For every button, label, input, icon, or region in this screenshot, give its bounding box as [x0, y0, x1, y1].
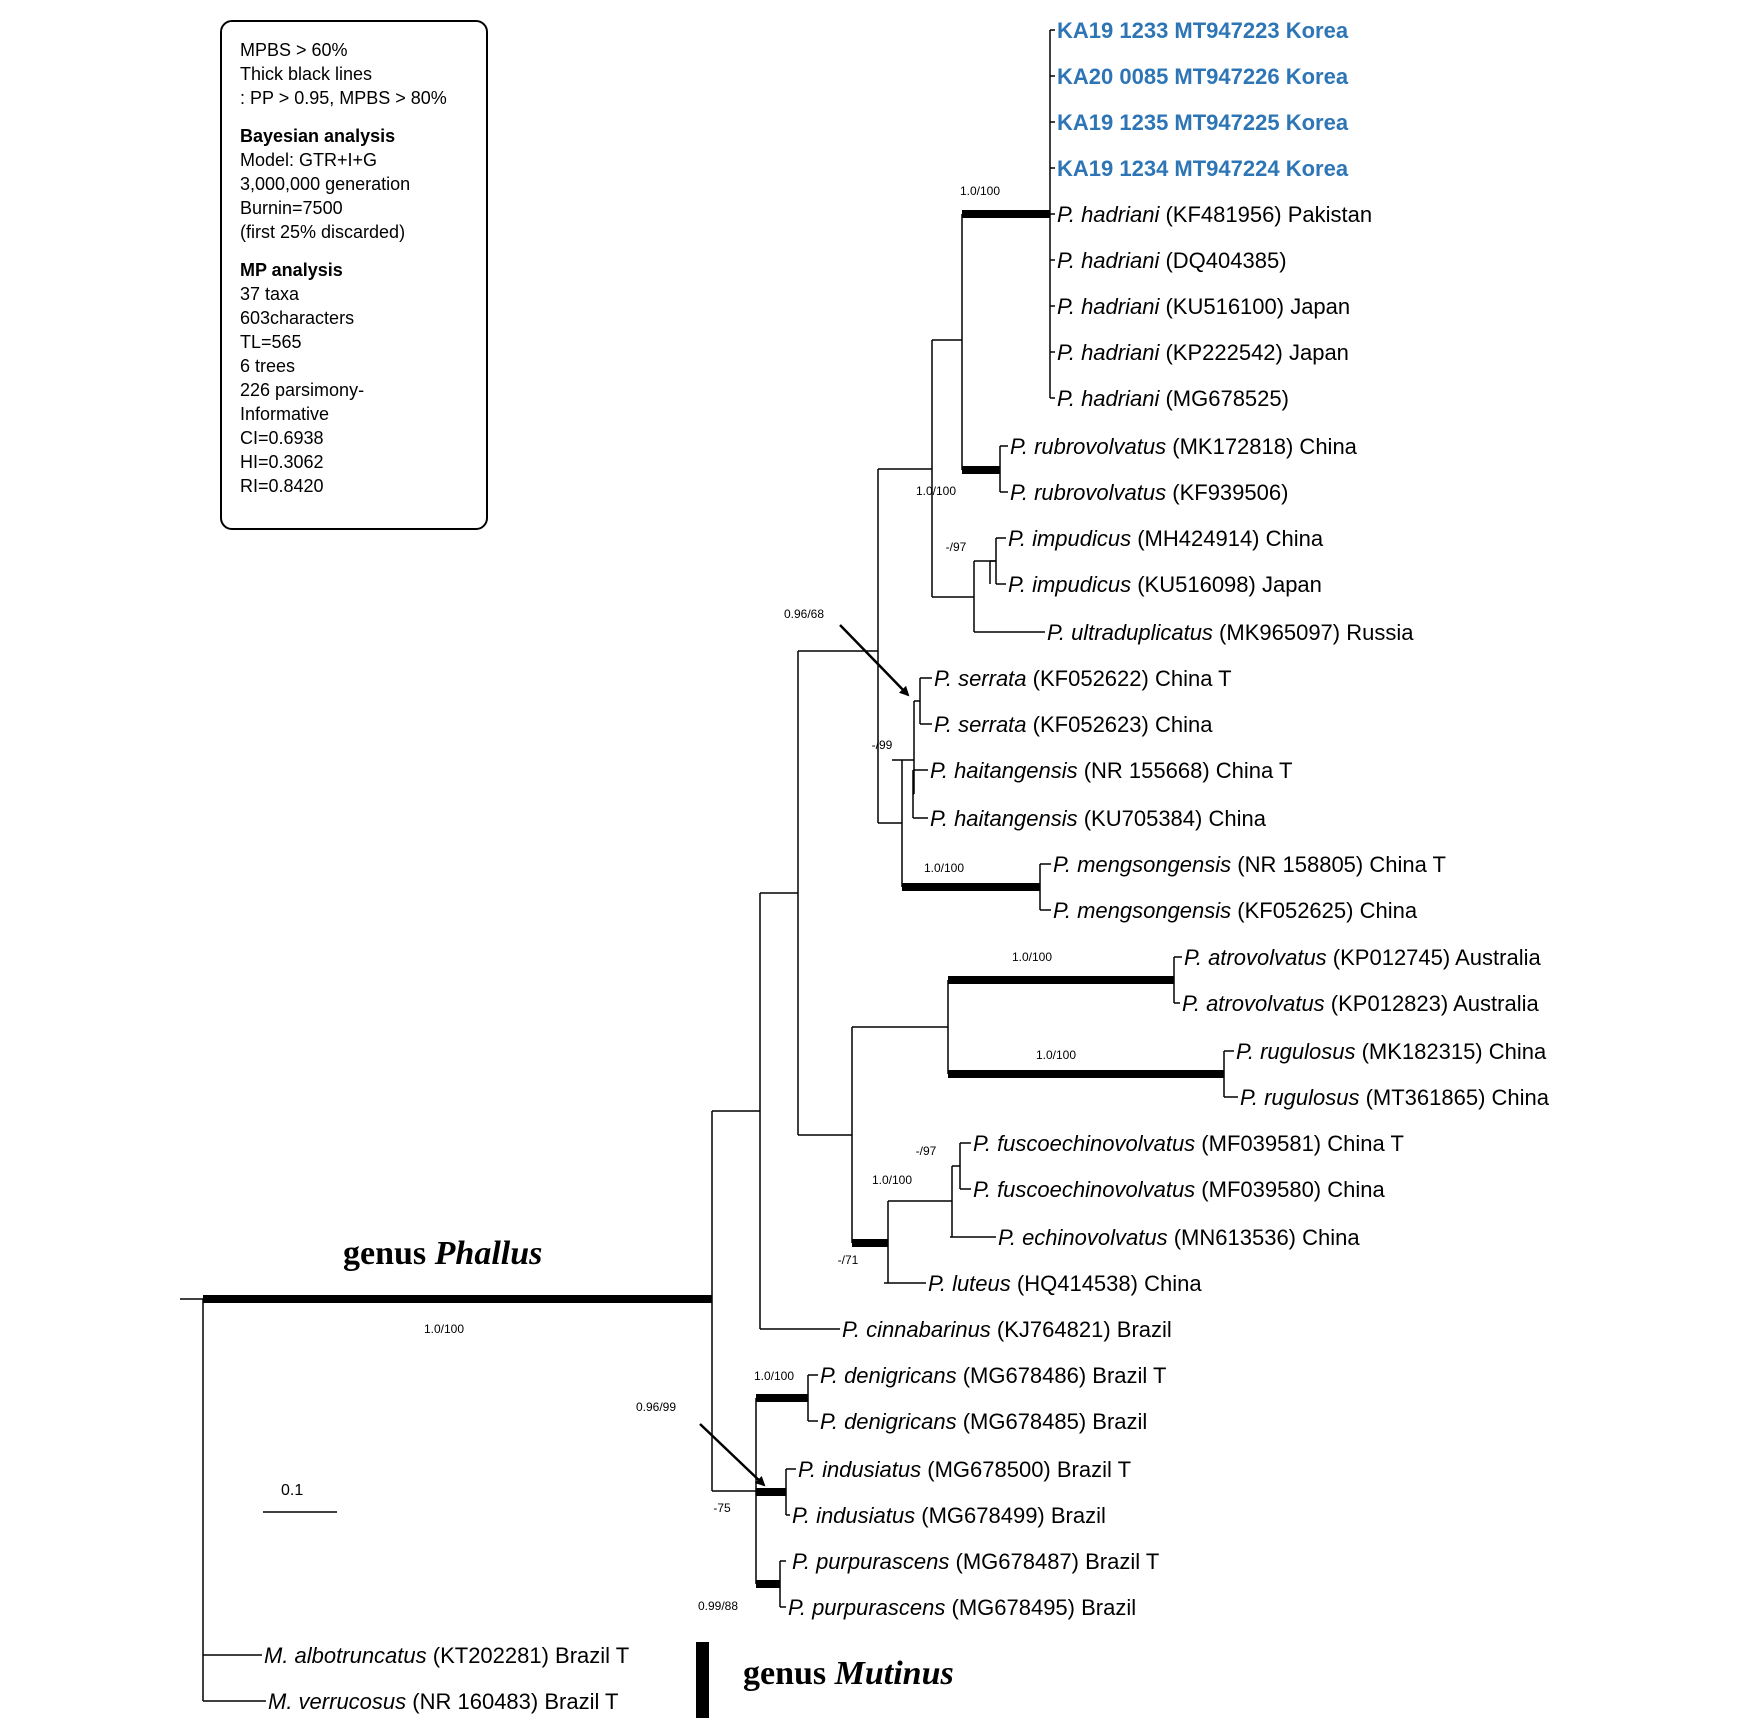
- support-value: 1.0/100: [872, 1173, 912, 1187]
- taxon-label: P. purpurascens (MG678487) Brazil T: [792, 1549, 1159, 1574]
- taxon-label: P. hadriani (MG678525): [1057, 386, 1289, 411]
- support-value: -/71: [838, 1253, 859, 1267]
- callout-arrow-indusiatus: [699, 1423, 766, 1487]
- taxon-label: P. indusiatus (MG678500) Brazil T: [798, 1457, 1131, 1482]
- support-value: 1.0/100: [754, 1369, 794, 1383]
- genus-mutinus-bar: [696, 1642, 709, 1718]
- genus-mutinus-label: genus Mutinus: [743, 1655, 954, 1692]
- legend-line: (first 25% discarded): [240, 222, 406, 242]
- analysis-legend: MPBS > 60% Thick black lines : PP > 0.95…: [220, 20, 488, 530]
- taxon-label: P. ultraduplicatus (MK965097) Russia: [1047, 620, 1414, 645]
- taxon-label: P. hadriani (KF481956) Pakistan: [1057, 202, 1372, 227]
- genus-phallus-label: genus Phallus: [343, 1235, 542, 1272]
- taxon-label: M. verrucosus (NR 160483) Brazil T: [268, 1689, 619, 1714]
- tree-branches: [180, 29, 1238, 1702]
- legend-line: 603characters: [240, 308, 355, 328]
- legend-line: 37 taxa: [240, 284, 300, 304]
- legend-mp-heading: MP analysis: [240, 260, 343, 280]
- taxon-label-korea: KA19 1234 MT947224 Korea: [1057, 156, 1349, 181]
- taxon-label: P. rubrovolvatus (MK172818) China: [1010, 434, 1358, 459]
- legend-line: Model: GTR+I+G: [240, 150, 378, 170]
- legend-bayesian-heading: Bayesian analysis: [240, 126, 396, 146]
- support-value: 1.0/100: [1036, 1048, 1076, 1062]
- support-value: 1.0/100: [916, 484, 956, 498]
- legend-line: 226 parsimony-: [240, 380, 365, 400]
- taxon-label: P. hadriani (KP222542) Japan: [1057, 340, 1349, 365]
- legend-line: 6 trees: [240, 356, 296, 376]
- support-values: 1.0/100 1.0/100 -/97 0.96/68 -/99 1.0/100 1.0/…: [424, 184, 1076, 1613]
- callout-arrows: [699, 624, 910, 1487]
- taxon-label: P. cinnabarinus (KJ764821) Brazil: [842, 1317, 1172, 1342]
- taxon-label: P. hadriani (KU516100) Japan: [1057, 294, 1350, 319]
- taxon-label: P. rugulosus (MK182315) China: [1236, 1039, 1547, 1064]
- support-value: 0.96/68: [784, 607, 824, 621]
- scale-bar-label: 0.1: [281, 1482, 303, 1499]
- support-value: 1.0/100: [424, 1322, 464, 1336]
- taxon-label: P. hadriani (DQ404385): [1057, 248, 1287, 273]
- scale-bar: 0.1: [263, 1482, 337, 1513]
- legend-line: RI=0.8420: [240, 476, 324, 496]
- taxon-label-korea: KA20 0085 MT947226 Korea: [1057, 64, 1349, 89]
- legend-line: Thick black lines: [240, 64, 373, 84]
- taxon-label: P. luteus (HQ414538) China: [928, 1271, 1202, 1296]
- taxon-label: P. atrovolvatus (KP012823) Australia: [1182, 991, 1539, 1016]
- support-value: -/97: [946, 540, 967, 554]
- support-value: 1.0/100: [1012, 950, 1052, 964]
- legend-line: HI=0.3062: [240, 452, 324, 472]
- support-value: -/99: [872, 738, 893, 752]
- taxon-label-korea: KA19 1233 MT947223 Korea: [1057, 18, 1349, 43]
- callout-arrow-serrata: [839, 624, 910, 697]
- taxon-label: P. fuscoechinovolvatus (MF039581) China …: [973, 1131, 1404, 1156]
- taxon-label: P. serrata (KF052623) China: [934, 712, 1213, 737]
- taxon-label: P. haitangensis (NR 155668) China T: [930, 758, 1292, 783]
- taxon-label: P. rugulosus (MT361865) China: [1240, 1085, 1550, 1110]
- support-value: -/97: [916, 1144, 937, 1158]
- taxon-label: P. denigricans (MG678486) Brazil T: [820, 1363, 1166, 1388]
- taxon-label: P. impudicus (MH424914) China: [1008, 526, 1324, 551]
- support-value: -75: [713, 1501, 731, 1515]
- support-value: 0.99/88: [698, 1599, 738, 1613]
- taxon-label-korea: KA19 1235 MT947225 Korea: [1057, 110, 1349, 135]
- support-value: 0.96/99: [636, 1400, 676, 1414]
- taxon-label: P. atrovolvatus (KP012745) Australia: [1184, 945, 1541, 970]
- taxon-label: P. rubrovolvatus (KF939506): [1010, 480, 1288, 505]
- support-value: 1.0/100: [960, 184, 1000, 198]
- genus-annotations: genus Phallus genus Mutinus: [343, 1235, 954, 1718]
- taxon-label: P. fuscoechinovolvatus (MF039580) China: [973, 1177, 1385, 1202]
- legend-line: : PP > 0.95, MPBS > 80%: [240, 88, 447, 108]
- taxon-label: P. serrata (KF052622) China T: [934, 666, 1232, 691]
- legend-line: MPBS > 60%: [240, 40, 348, 60]
- legend-line: TL=565: [240, 332, 302, 352]
- taxon-label: M. albotruncatus (KT202281) Brazil T: [264, 1643, 629, 1668]
- legend-line: CI=0.6938: [240, 428, 324, 448]
- taxon-label: P. purpurascens (MG678495) Brazil: [788, 1595, 1136, 1620]
- taxon-label: P. indusiatus (MG678499) Brazil: [792, 1503, 1106, 1528]
- taxon-label: P. impudicus (KU516098) Japan: [1008, 572, 1322, 597]
- legend-line: Burnin=7500: [240, 198, 343, 218]
- taxon-label: P. mengsongensis (NR 158805) China T: [1053, 852, 1446, 877]
- taxon-label: P. echinovolvatus (MN613536) China: [998, 1225, 1360, 1250]
- legend-line: Informative: [240, 404, 330, 424]
- taxon-label: P. mengsongensis (KF052625) China: [1053, 898, 1418, 923]
- support-value: 1.0/100: [924, 861, 964, 875]
- legend-line: 3,000,000 generation: [240, 174, 411, 194]
- taxon-label: P. haitangensis (KU705384) China: [930, 806, 1267, 831]
- taxon-label: P. denigricans (MG678485) Brazil: [820, 1409, 1147, 1434]
